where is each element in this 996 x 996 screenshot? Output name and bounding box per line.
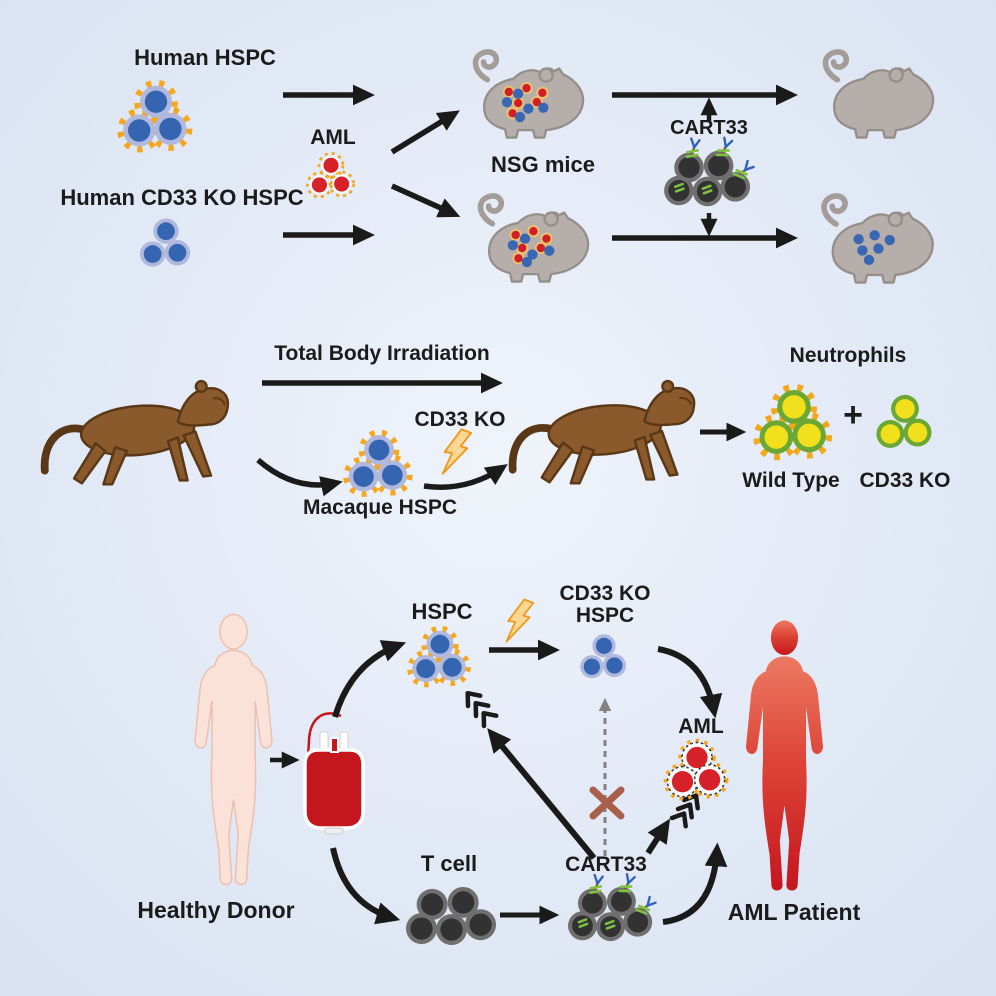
human-hspc-label: Human HSPC <box>134 45 276 70</box>
blood-bag-icon <box>303 712 365 835</box>
hspc-bottom-label: HSPC <box>411 599 473 624</box>
cd33ko-hspc-line1: CD33 KO <box>559 582 651 605</box>
blocked-dashed-arrow <box>598 697 612 856</box>
cart33-top-label: CART33 <box>670 117 748 139</box>
nsg-mouse-engrafted-icon <box>450 48 590 146</box>
neutrophils-cd33ko-cluster-icon <box>876 394 932 448</box>
arrow-bag-to-tcell <box>330 847 401 925</box>
tcell-cluster-icon <box>406 886 497 946</box>
neutrophils-wildtype-cluster-icon <box>752 384 836 465</box>
cart33-bottom-label: CART33 <box>565 853 647 876</box>
bottom-straight-arrows <box>270 639 560 925</box>
arrow-hspc-to-monkey <box>423 464 508 490</box>
block-x-icon <box>589 786 625 820</box>
cd33ko-hspc-line2: HSPC <box>575 604 635 628</box>
cart33-bottom-cluster-icon <box>568 872 658 942</box>
healthy-donor-label: Healthy Donor <box>137 897 295 923</box>
wild-type-label: Wild Type <box>742 469 840 492</box>
macaque-hspc-label: Macaque HSPC <box>302 496 458 519</box>
cd33ko-mid-label: CD33 KO <box>414 408 506 431</box>
nsg-mouse-engrafted2-icon <box>455 192 595 290</box>
total-body-irradiation-label: Total Body Irradiation <box>274 342 490 365</box>
macaque-hspc-cluster-icon <box>342 430 416 501</box>
hspc-bottom-cluster-icon <box>406 626 474 691</box>
arrow-bag-to-hspc <box>332 640 407 718</box>
mouse-cd33ko-protected-icon <box>798 192 940 291</box>
gene-edit-lightning-icon <box>505 598 535 643</box>
cd33ko-hspc-bottom-label: CD33 KO HSPC <box>546 582 664 628</box>
aml-patient-figure <box>746 620 823 891</box>
cd33ko-hspc-bottom-cluster-icon <box>580 634 627 679</box>
aml-bottom-label: AML <box>678 715 724 738</box>
aml-bottom-cluster-icon <box>663 738 729 801</box>
aml-patient-label: AML Patient <box>727 899 861 925</box>
cd33ko-neutrophils-label: CD33 KO <box>859 469 951 492</box>
middle-arrows <box>262 372 747 442</box>
plus-sign: + <box>843 396 863 434</box>
human-cd33ko-hspc-label: Human CD33 KO HSPC <box>60 185 304 210</box>
macaque-transplanted-icon <box>503 365 721 496</box>
arrow-monkey-to-hspc <box>256 457 343 497</box>
neutrophils-label: Neutrophils <box>789 344 907 367</box>
tcell-label: T cell <box>420 851 478 876</box>
nsg-mice-label: NSG mice <box>491 152 595 177</box>
attack-arrow-cart33-to-aml <box>645 797 700 855</box>
arrow-kohspc-to-patient <box>657 646 723 719</box>
arrow-cart33-to-patient <box>662 842 728 925</box>
aml-top-label: AML <box>310 126 356 149</box>
top-arrows <box>283 84 798 249</box>
attack-arrow-cart33-to-hspc <box>452 690 597 860</box>
